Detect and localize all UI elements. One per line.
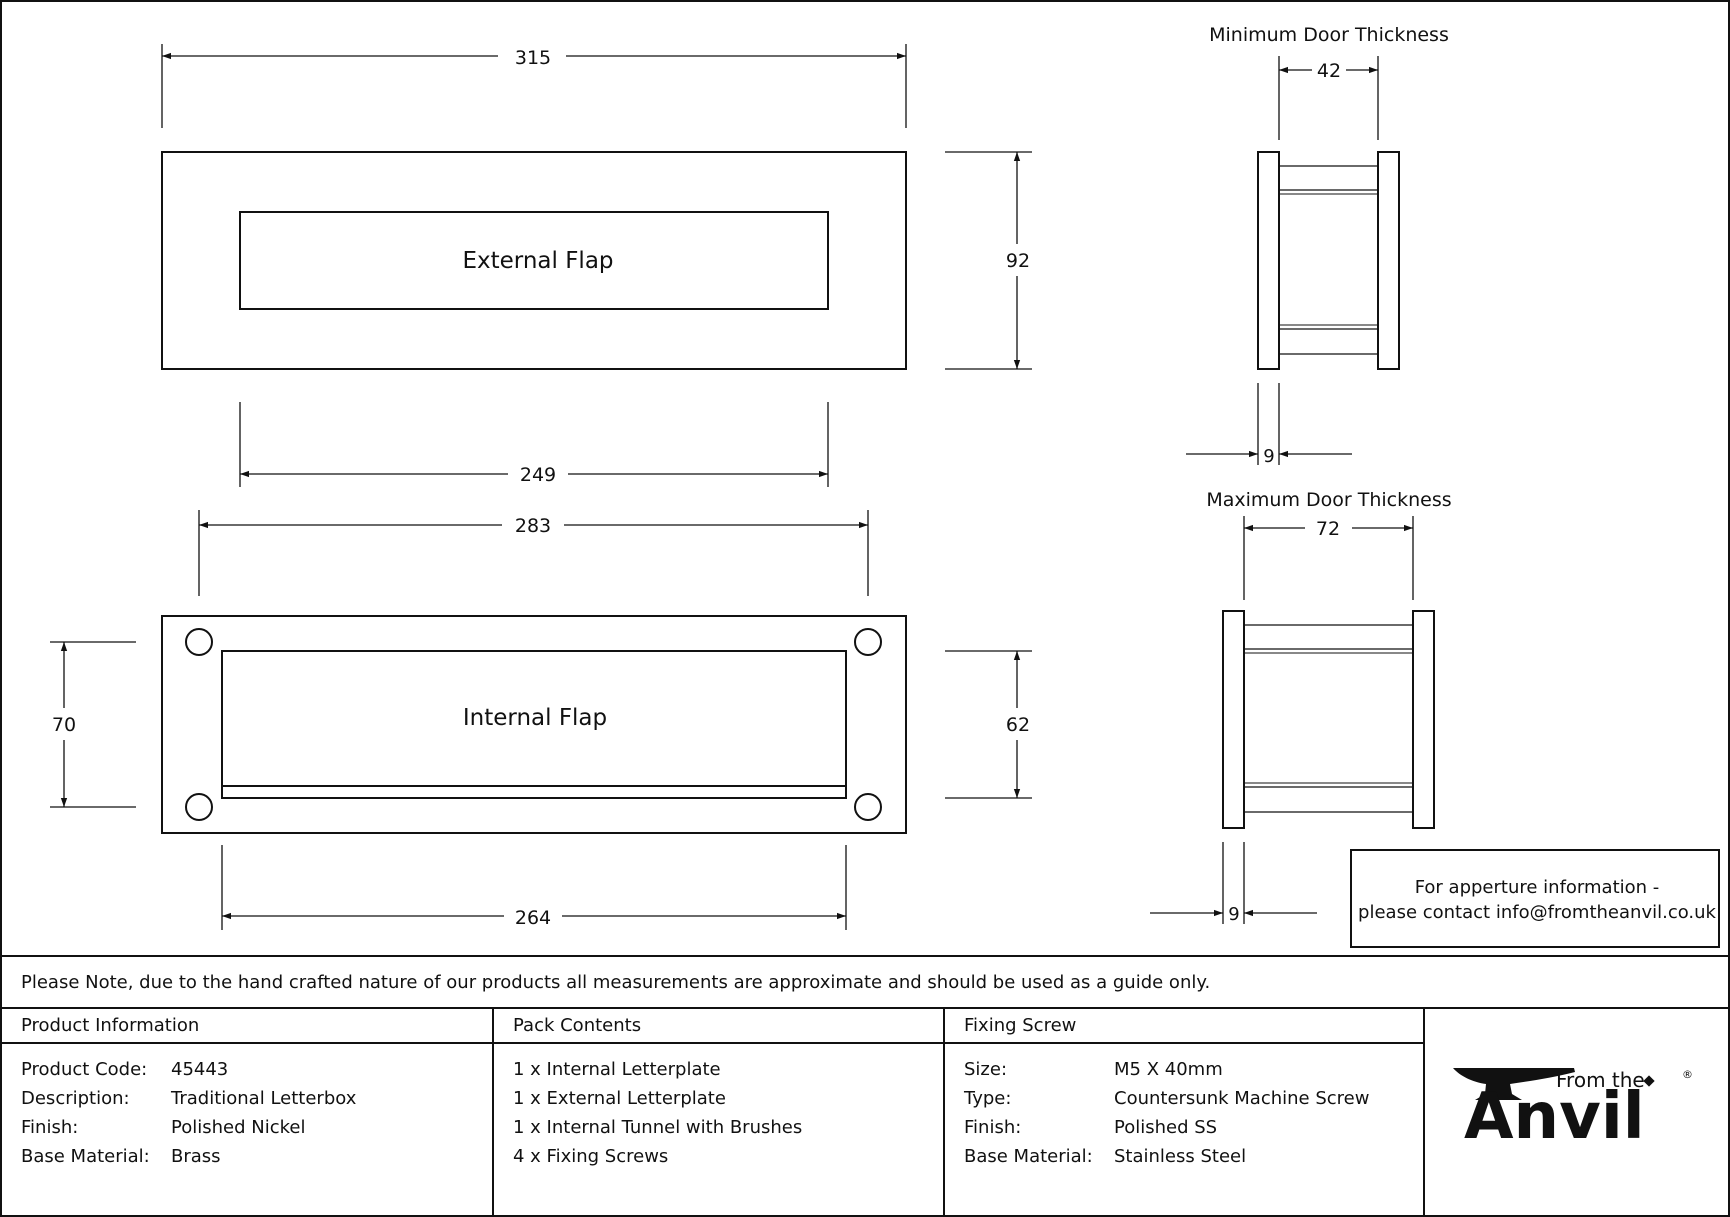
product-info-value: Polished Nickel [171,1117,305,1138]
dimension-315-label: 315 [515,47,551,69]
aperture-note-line1: For apperture information - [1415,877,1660,898]
dimension-internal-flap-width: 264 [221,845,847,930]
product-info-label: Product Code: [21,1059,147,1080]
product-information-header: Product Information [21,1015,199,1036]
minimum-door-section: Minimum Door Thickness 42 9 [1186,24,1449,467]
measurement-note: Please Note, due to the hand crafted nat… [21,972,1210,993]
internal-flap-outline [221,650,847,799]
dimension-internal-screw-vertical: 70 [50,641,136,808]
diamond-icon [1643,1075,1655,1087]
internal-flap-label: Internal Flap [463,705,607,731]
maximum-door-section: Maximum Door Thickness 72 9 [1150,489,1452,925]
product-info-label: Description: [21,1088,130,1109]
pack-contents-item: 1 x Internal Letterplate [513,1059,721,1080]
fixing-screw-label: Finish: [964,1117,1021,1138]
aperture-note: For apperture information - please conta… [1350,849,1720,948]
dimension-283-label: 283 [515,515,551,537]
screw-hole-bottom-right [854,793,882,821]
minimum-door-title: Minimum Door Thickness [1209,24,1449,46]
minimum-door-external-plate [1257,151,1280,370]
pack-contents-item: 1 x External Letterplate [513,1088,726,1109]
product-info-label: Base Material: [21,1146,150,1167]
maximum-door-title: Maximum Door Thickness [1206,489,1451,511]
product-info-value: Brass [171,1146,221,1167]
anvil-icon [1453,1068,1575,1100]
dimension-92-label: 92 [1006,250,1030,272]
internal-plate-outline [161,615,907,834]
aperture-note-line2: please contact info@fromtheanvil.co.uk [1358,902,1717,923]
aperture-note-box [1350,849,1720,948]
dimension-62-label: 62 [1006,714,1030,736]
external-plate-outline [161,151,907,370]
fixing-screw-label: Size: [964,1059,1007,1080]
dimension-external-plate-width: 315 [161,44,907,128]
dimension-249-label: 249 [520,464,556,486]
screw-hole-bottom-left [185,793,213,821]
dimension-70-label: 70 [52,714,76,736]
screw-hole-top-right [854,628,882,656]
pack-contents-item: 1 x Internal Tunnel with Brushes [513,1117,802,1138]
external-flap-label: External Flap [462,248,613,274]
dimension-external-plate-height: 92 [945,151,1032,370]
product-information-table: Product Information Product Code: 45443 … [21,1015,357,1167]
dimension-internal-plate-height: 62 [945,650,1032,799]
external-flap-outline [239,211,829,310]
pack-contents-item: 4 x Fixing Screws [513,1146,668,1167]
fixing-screw-header: Fixing Screw [964,1015,1076,1036]
fixing-screw-label: Base Material: [964,1146,1093,1167]
dimension-264-label: 264 [515,907,551,929]
logo-anvil: Anvil [1464,1080,1645,1154]
fixing-screw-value: Polished SS [1114,1117,1217,1138]
dimension-internal-screw-centres: 283 [198,510,869,596]
minimum-door-plate-thickness-label: 9 [1263,446,1274,467]
from-the-anvil-logo: From the Anvil ® [1453,1068,1693,1154]
maximum-door-thickness-label: 72 [1316,518,1340,540]
product-info-label: Finish: [21,1117,78,1138]
maximum-door-external-plate [1222,610,1245,829]
dimension-external-flap-width: 249 [239,402,829,487]
fixing-screw-value: Countersunk Machine Screw [1114,1088,1369,1109]
product-info-value: 45443 [171,1059,228,1080]
fixing-screw-table: Fixing Screw Size: M5 X 40mm Type: Count… [963,1015,1369,1167]
product-info-value: Traditional Letterbox [170,1088,357,1109]
maximum-door-plate-thickness-label: 9 [1228,904,1239,925]
logo-from-the: From the [1556,1068,1645,1092]
logo-registered-mark: ® [1682,1068,1693,1081]
maximum-door-internal-plate [1412,610,1435,829]
minimum-door-internal-plate [1377,151,1400,370]
pack-contents-header: Pack Contents [513,1015,641,1036]
internal-plate: Internal Flap [161,615,907,834]
pack-contents-table: Pack Contents 1 x Internal Letterplate 1… [513,1015,802,1167]
screw-hole-top-left [185,628,213,656]
fixing-screw-value: Stainless Steel [1114,1146,1246,1167]
fixing-screw-label: Type: [963,1088,1011,1109]
minimum-door-thickness-label: 42 [1317,60,1341,82]
fixing-screw-value: M5 X 40mm [1114,1059,1223,1080]
external-plate: External Flap [161,151,907,370]
